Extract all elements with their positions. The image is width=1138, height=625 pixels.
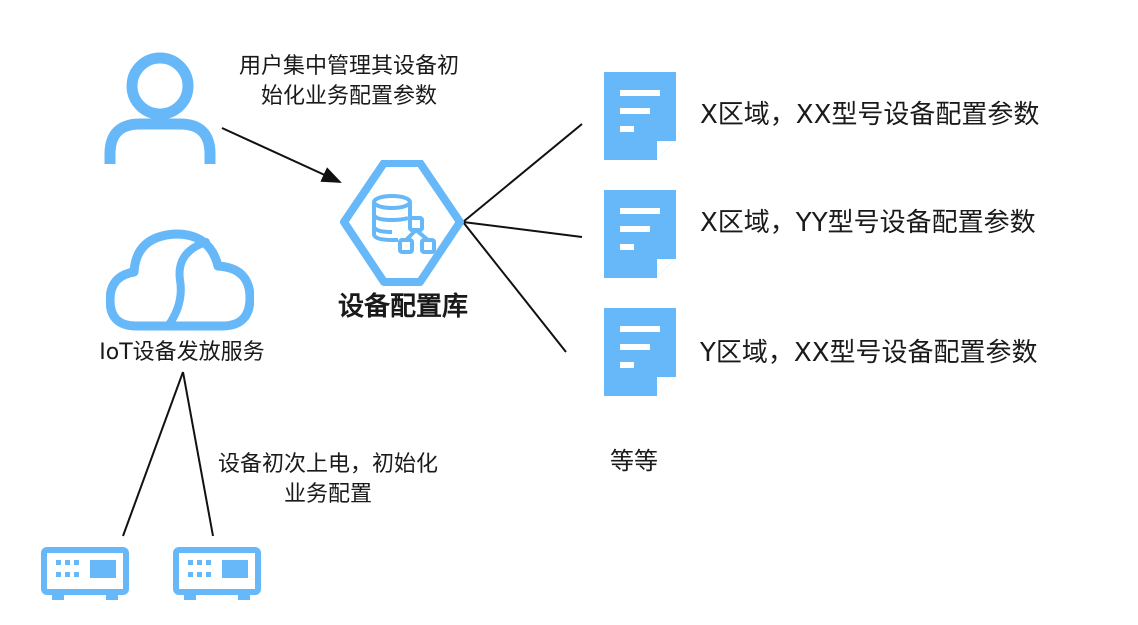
service-to-device1-line <box>122 371 184 537</box>
repo-to-doc3-line <box>462 221 567 353</box>
device-icon <box>173 547 261 600</box>
user-icon <box>104 52 216 164</box>
database-icon <box>340 160 464 286</box>
document-icon <box>604 72 676 160</box>
etc-label: 等等 <box>610 447 658 475</box>
user-caption: 用户集中管理其设备初 始化业务配置参数 <box>220 52 478 112</box>
device-caption-line1: 设备初次上电，初始化 <box>217 452 438 477</box>
repo-label: 设备配置库 <box>337 292 468 322</box>
user-to-repo-arrow <box>221 127 342 183</box>
service-to-device2-line <box>182 371 214 537</box>
document-icon <box>604 190 676 278</box>
document-label-1: X区域，XX型号设备配置参数 <box>700 100 1040 130</box>
document-label-3: Y区域，XX型号设备配置参数 <box>700 338 1038 368</box>
document-label-2: X区域，YY型号设备配置参数 <box>700 208 1036 238</box>
user-caption-line2: 始化业务配置参数 <box>260 84 437 109</box>
device-caption-line2: 业务配置 <box>283 482 372 507</box>
user-caption-line1: 用户集中管理其设备初 <box>238 54 459 79</box>
repo-to-doc1-line <box>462 123 583 223</box>
device-icon <box>41 547 129 600</box>
document-icon <box>604 308 676 396</box>
service-label: IoT设备发放服务 <box>99 340 265 365</box>
repo-to-doc2-line <box>462 221 583 238</box>
device-caption: 设备初次上电，初始化 业务配置 <box>196 450 460 510</box>
cloud-icon <box>106 229 254 331</box>
